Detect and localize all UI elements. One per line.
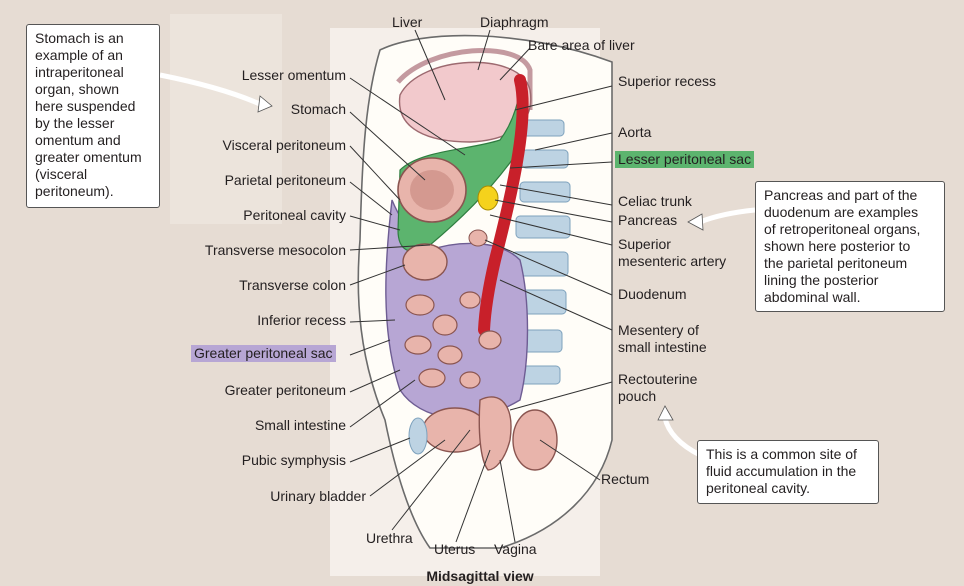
label-greater-peritoneal-sac: Greater peritoneal sac [191,345,336,362]
label-pubic-symphysis: Pubic symphysis [241,452,346,468]
pancreas-callout: Pancreas and part of the duodenum are ex… [755,181,945,312]
label-vagina: Vagina [494,541,537,557]
pouch-callout-arrow [662,417,702,458]
label-aorta: Aorta [618,124,652,140]
urinary-bladder [422,407,488,453]
label-transverse-colon: Transverse colon [239,277,346,293]
label-bare-area-of-liver: Bare area of liver [528,37,635,53]
label-rectum: Rectum [601,471,650,487]
pancreas-callout-arrow [699,207,756,225]
stomach-callout: Stomach is an example of an intraperiton… [26,24,160,208]
label-superior-recess: Superior recess [618,73,717,89]
figure-caption: Midsagittal view [426,568,534,584]
pouch-callout: This is a common site of fluid accumulat… [697,440,879,504]
transverse-colon [402,243,448,281]
label-lesser-peritoneal-sac: Lesser peritoneal sac [615,151,755,168]
label-lesser-omentum: Lesser omentum [241,67,346,83]
label-celiac-trunk: Celiac trunk [618,193,692,209]
label-visceral-peritoneum: Visceral peritoneum [222,137,346,153]
leader-lines [349,29,613,543]
label-small-intestine: Small intestine [254,417,346,433]
label-superior-mesenteric-1: Superior [618,236,671,252]
small-intestine-loops [404,291,502,389]
label-superior-mesenteric-2: mesenteric artery [618,253,727,269]
label-parietal-peritoneum: Parietal peritoneum [224,172,346,188]
label-uterus: Uterus [434,541,476,557]
label-greater-peritoneum: Greater peritoneum [224,382,346,398]
rectum [512,409,558,471]
label-urethra: Urethra [366,530,413,546]
label-mesentery-1: Mesentery of [618,322,699,338]
pancreas [477,185,499,211]
label-urinary-bladder: Urinary bladder [270,488,366,504]
label-transverse-mesocolon: Transverse mesocolon [204,242,346,258]
pubic-symphysis [408,417,428,455]
label-diaphragm: Diaphragm [480,14,549,30]
uterus [478,396,512,471]
label-rectouterine-1: Rectouterine [618,371,698,387]
label-pancreas: Pancreas [618,212,678,228]
label-stomach: Stomach [290,101,346,117]
label-mesentery-2: small intestine [618,339,707,355]
label-liver: Liver [392,14,423,30]
backdrop-panel-left [170,14,282,224]
label-rectouterine-2: pouch [618,388,657,404]
diaphragm [396,47,533,110]
label-duodenum: Duodenum [618,286,687,302]
label-peritoneal-cavity: Peritoneal cavity [243,207,346,223]
label-inferior-recess: Inferior recess [257,312,346,328]
duodenum [468,229,488,247]
aorta [478,74,529,336]
stomach-callout-arrow [159,72,264,108]
